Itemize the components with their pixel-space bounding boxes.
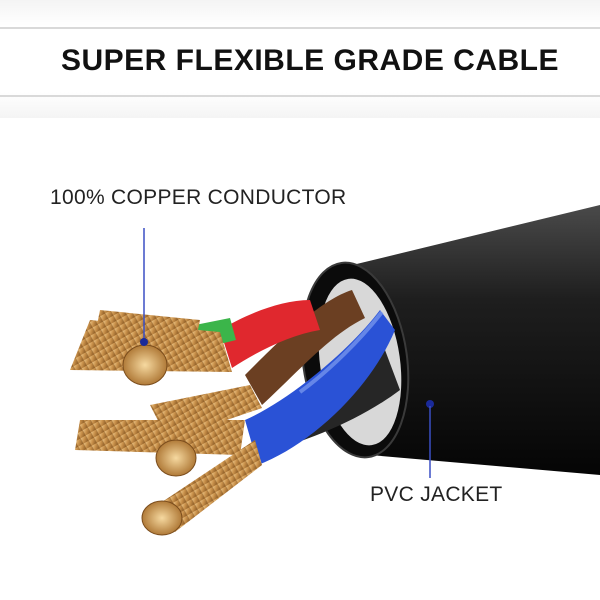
page-title: SUPER FLEXIBLE GRADE CABLE xyxy=(60,44,560,77)
jacket-pointer xyxy=(426,400,434,478)
header-bottom-rule xyxy=(0,95,600,97)
wire-brown xyxy=(245,290,365,405)
header-top-rule xyxy=(0,27,600,29)
wire-blue xyxy=(245,310,395,465)
wire-red xyxy=(220,300,320,368)
pvc-jacket xyxy=(300,205,600,475)
conductor-pointer xyxy=(140,228,148,346)
copper-strands xyxy=(70,310,262,536)
header-band xyxy=(0,0,600,118)
jacket-callout-label: PVC JACKET xyxy=(370,483,503,506)
conductor-callout-label: 100% COPPER CONDUCTOR xyxy=(50,186,347,209)
